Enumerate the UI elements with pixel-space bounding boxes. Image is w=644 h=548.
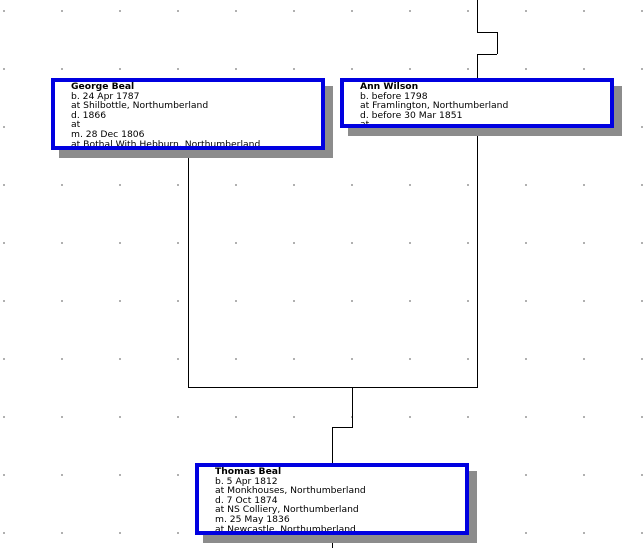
connector-line [477, 54, 497, 55]
death-place: at [360, 119, 370, 128]
marriage-place: at Bothal With Hebburn, Northumberland [71, 138, 261, 150]
person-name: Ann Wilson [360, 81, 419, 92]
death-date: d. before 30 Mar 1851 [360, 109, 463, 121]
person-card-george-beal[interactable]: George Beal b. 24 Apr 1787 at Shilbottle… [51, 78, 325, 150]
birth-place: at Framlington, Northumberland [360, 100, 509, 112]
connector-line [332, 535, 333, 548]
connector-line [477, 32, 497, 33]
connector-line [332, 427, 353, 428]
birth-date: b. 5 Apr 1812 [215, 475, 278, 487]
connector-line [188, 150, 189, 388]
marriage-date: m. 28 Dec 1806 [71, 128, 145, 140]
death-place: at [71, 119, 81, 131]
connector-line [497, 32, 498, 54]
connector-line [477, 128, 478, 388]
marriage-date: m. 25 May 1836 [215, 513, 290, 525]
birth-place: at Shilbottle, Northumberland [71, 100, 209, 112]
birth-place: at Monkhouses, Northumberland [215, 485, 366, 497]
death-date: d. 1866 [71, 109, 107, 121]
person-name: George Beal [71, 81, 135, 92]
connector-line [188, 387, 478, 388]
person-card-ann-wilson[interactable]: Ann Wilson b. before 1798 at Framlington… [340, 78, 614, 128]
connector-line [332, 427, 333, 464]
death-date: d. 7 Oct 1874 [215, 494, 278, 506]
birth-date: b. 24 Apr 1787 [71, 90, 140, 102]
connector-line [352, 387, 353, 427]
birth-date: b. before 1798 [360, 90, 428, 102]
connector-line [477, 0, 478, 32]
marriage-place: at Newcastle, Northumberland [215, 523, 356, 535]
person-name: Thomas Beal [215, 466, 282, 477]
connector-line [477, 54, 478, 80]
person-card-thomas-beal[interactable]: Thomas Beal b. 5 Apr 1812 at Monkhouses,… [195, 463, 469, 535]
death-place: at NS Colliery, Northumberland [215, 504, 359, 516]
